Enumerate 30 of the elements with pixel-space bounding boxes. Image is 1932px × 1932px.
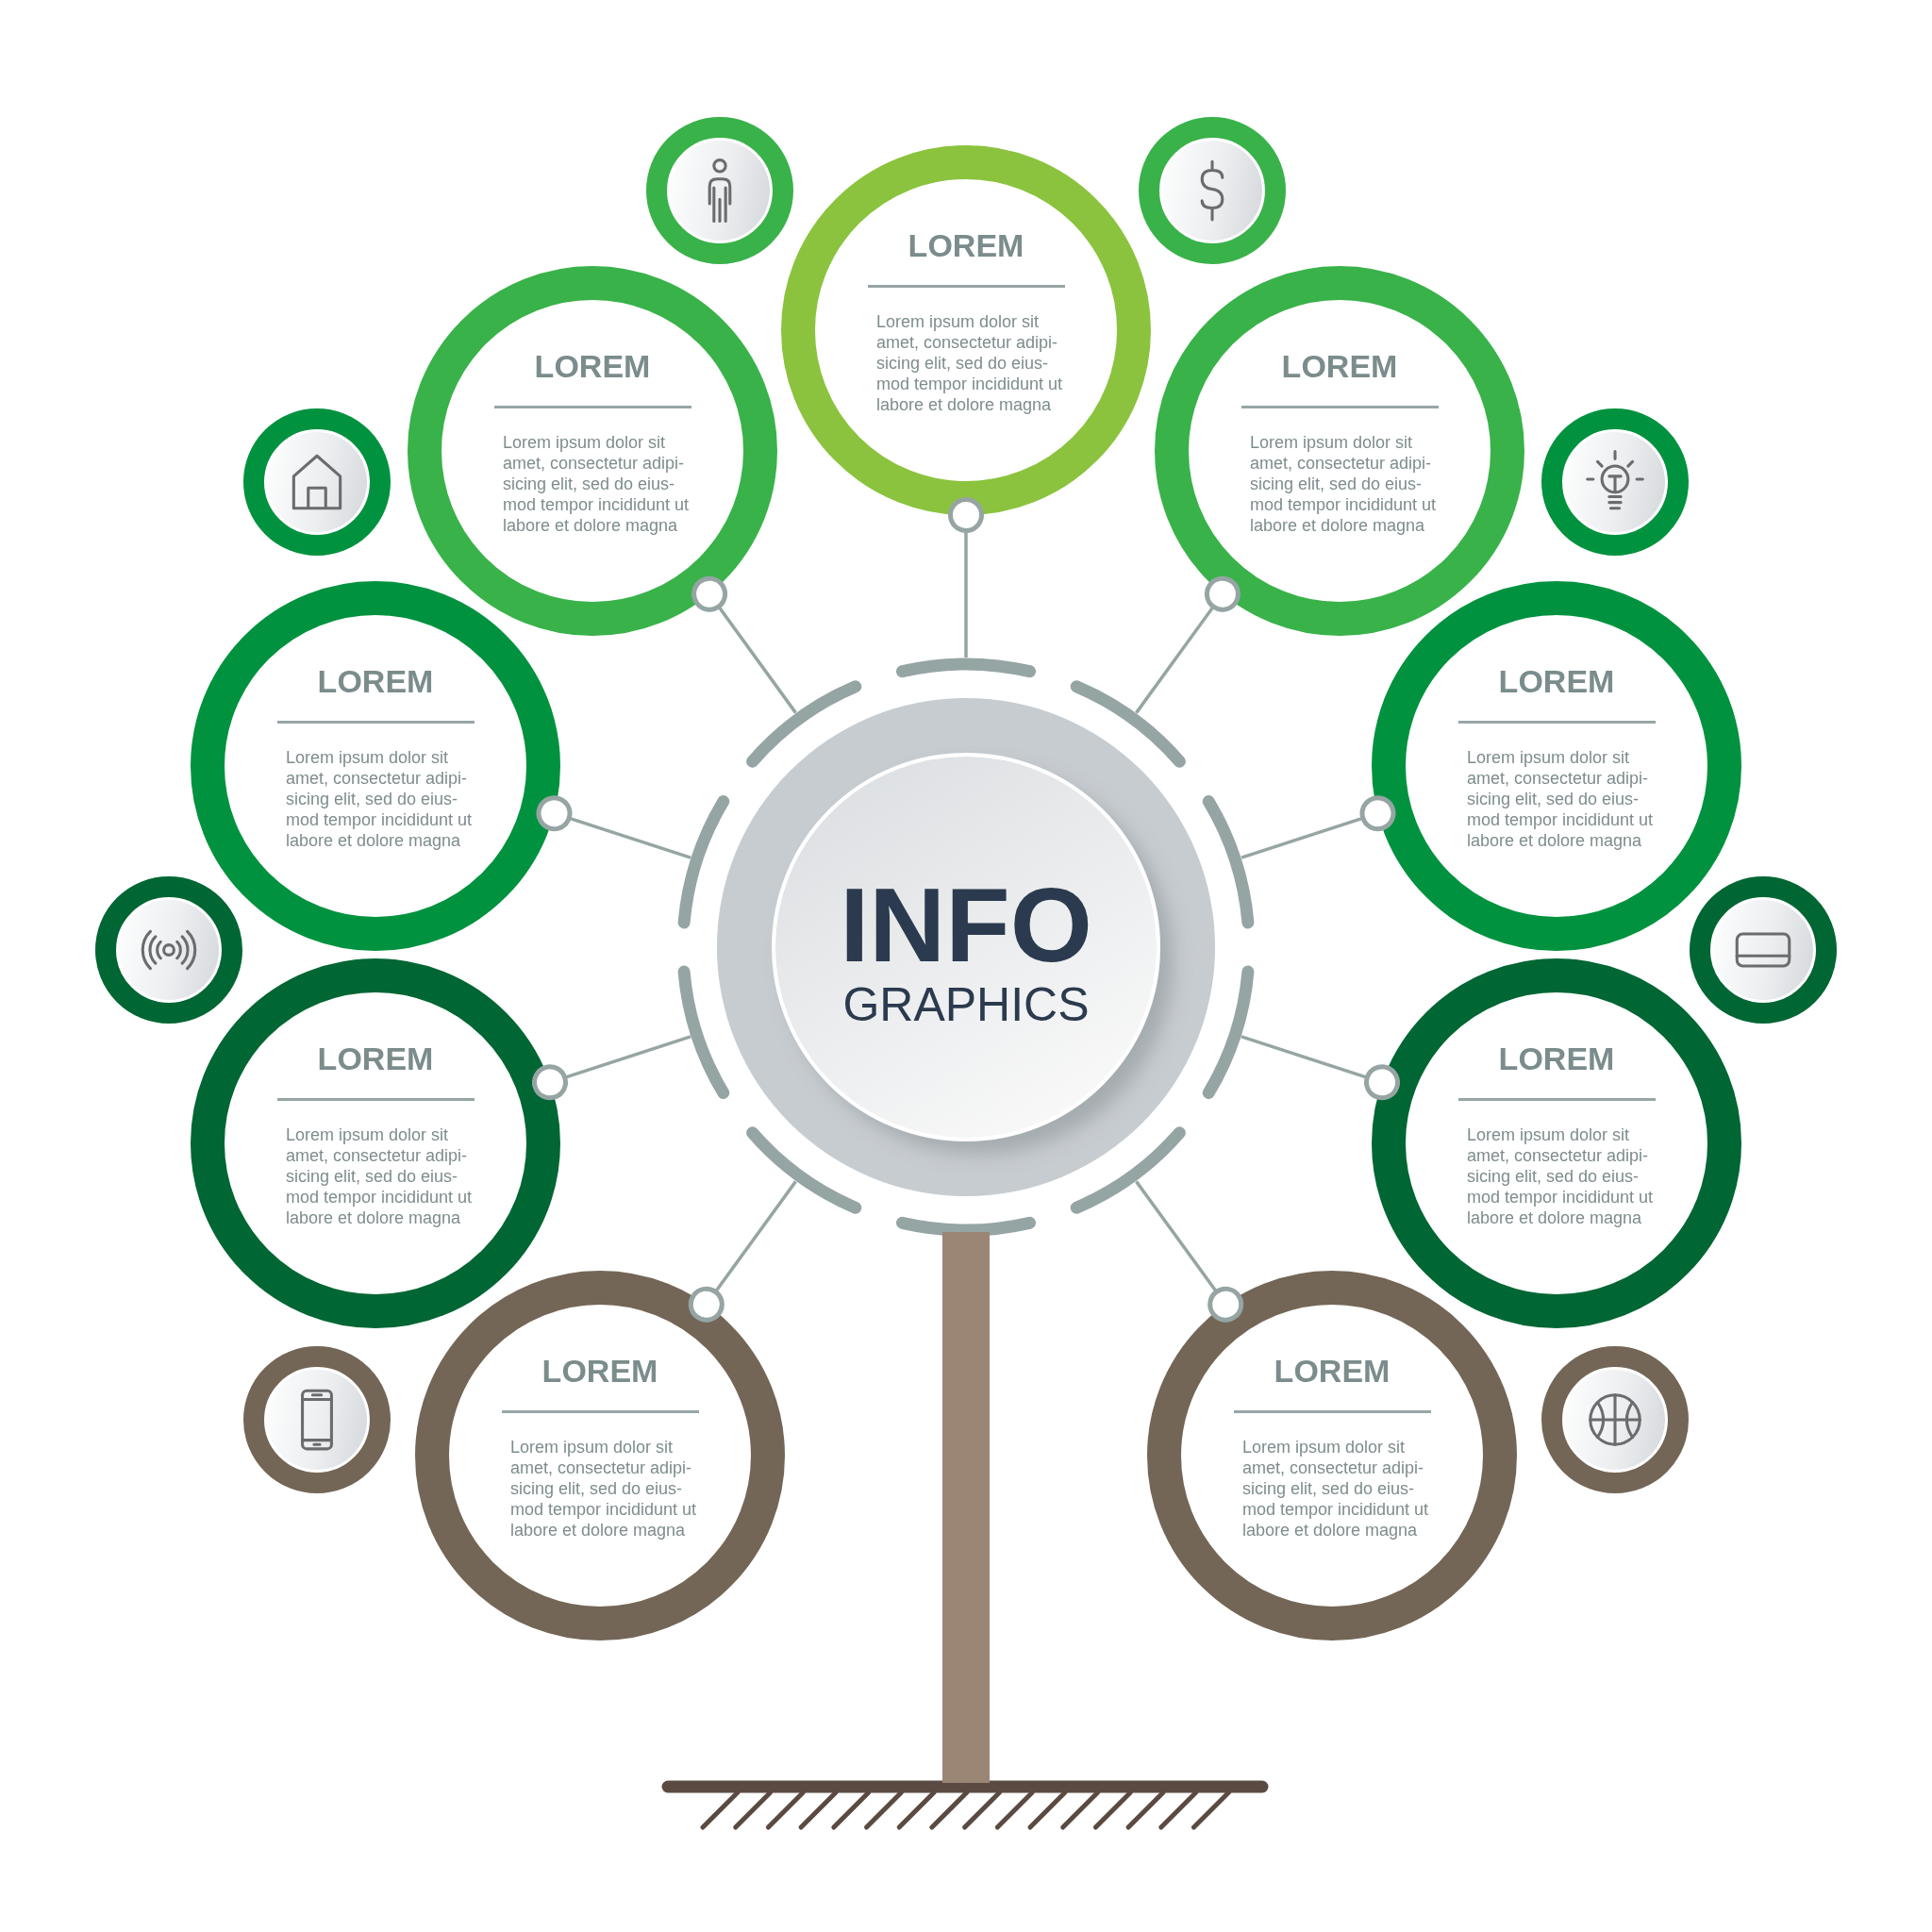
topic-heading: LOREM — [317, 665, 434, 697]
connector-line — [948, 497, 984, 658]
hub-subtitle: GRAPHICS — [842, 981, 1090, 1028]
topic-description: Lorem ipsum dolor sit amet, consectetur adipi- sicing elit, sed do eius- mod tempor incididunt ut labore et dolore magna — [1467, 747, 1655, 851]
topic-heading: LOREM — [317, 1042, 434, 1074]
tree-trunk — [942, 1232, 990, 1783]
topic-description: Lorem ipsum dolor sit amet, consectetur adipi- sicing elit, sed do eius- mod tempor incididunt ut labore et dolore magna — [503, 432, 691, 536]
topic-description: Lorem ipsum dolor sit amet, consectetur adipi- sicing elit, sed do eius- mod tempor incididunt ut labore et dolore magna — [1242, 1437, 1430, 1541]
topic-heading: LOREM — [1281, 350, 1398, 382]
connector-line — [536, 795, 691, 859]
hub-title: INFO — [840, 873, 1092, 978]
topic-description: Lorem ipsum dolor sit amet, consectetur adipi- sicing elit, sed do eius- mod tempor incididunt ut labore et dolore magna — [1250, 432, 1438, 536]
topic-description: Lorem ipsum dolor sit amet, consectetur adipi- sicing elit, sed do eius- mod tempor incididunt ut labore et dolore magna — [876, 311, 1064, 415]
connector-line — [688, 1180, 797, 1323]
topic-heading: LOREM — [1274, 1355, 1391, 1387]
topic-description: Lorem ipsum dolor sit amet, consectetur adipi- sicing elit, sed do eius- mod tempor incididunt ut labore et dolore magna — [286, 747, 474, 851]
topic-heading: LOREM — [1498, 665, 1615, 697]
topic-heading: LOREM — [541, 1355, 658, 1387]
connector-line — [1135, 1180, 1244, 1323]
topic-heading: LOREM — [1498, 1042, 1615, 1074]
topic-description: Lorem ipsum dolor sit amet, consectetur adipi- sicing elit, sed do eius- mod tempor incididunt ut labore et dolore magna — [510, 1437, 698, 1541]
topic-description: Lorem ipsum dolor sit amet, consectetur adipi- sicing elit, sed do eius- mod tempor incididunt ut labore et dolore magna — [286, 1124, 474, 1228]
connector-line — [532, 1035, 691, 1101]
topic-heading: LOREM — [908, 229, 1024, 261]
connector-line — [691, 575, 797, 714]
connector-line — [1241, 1035, 1400, 1101]
topic-description: Lorem ipsum dolor sit amet, consectetur adipi- sicing elit, sed do eius- mod tempor incididunt ut labore et dolore magna — [1467, 1124, 1655, 1228]
connector-line — [1241, 795, 1396, 859]
connector-line — [1135, 575, 1241, 714]
topic-heading: LOREM — [534, 350, 651, 382]
